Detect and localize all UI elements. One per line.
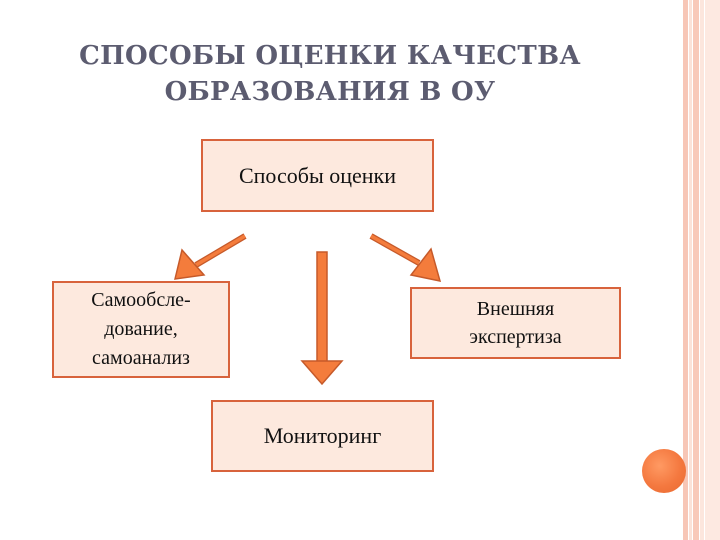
- arrow-to-monitoring: [300, 251, 344, 386]
- decorative-stripe: [705, 0, 720, 540]
- self-assessment-line-3: самоанализ: [92, 347, 190, 369]
- expertise-line-2: экспертиза: [469, 326, 562, 348]
- self-assessment-label: Самообсле- дование, самоанализ: [91, 286, 190, 373]
- expertise-line-1: Внешняя: [476, 298, 555, 320]
- monitoring-node-label: Мониторинг: [263, 423, 382, 448]
- root-node-label: Способы оценки: [238, 162, 396, 188]
- slide-title-line-2: ОБРАЗОВАНИЯ В ОУ: [164, 77, 496, 107]
- decorative-circle: [642, 449, 686, 493]
- decorative-stripe: [689, 0, 692, 540]
- monitoring-node: Мониторинг: [211, 400, 434, 472]
- expertise-label: Внешняя экспертиза: [469, 295, 561, 351]
- self-assessment-node: Самообсле- дование, самоанализ: [52, 281, 230, 378]
- decorative-stripe: [683, 0, 688, 540]
- expertise-node: Внешняя экспертиза: [410, 287, 621, 359]
- slide-title: СПОСОБЫ ОЦЕНКИ КАЧЕСТВА ОБРАЗОВАНИЯ В ОУ: [40, 38, 620, 110]
- self-assessment-line-1: Самообсле-: [91, 289, 191, 311]
- slide-title-line-1: СПОСОБЫ ОЦЕНКИ КАЧЕСТВА: [79, 41, 581, 71]
- arrow-to-expertise: [369, 233, 442, 282]
- decorative-stripe: [700, 0, 704, 540]
- self-assessment-line-2: дование,: [104, 318, 178, 340]
- root-node: Способы оценки: [201, 139, 434, 212]
- decorative-stripe: [693, 0, 699, 540]
- arrow-to-self-assessment: [174, 233, 247, 280]
